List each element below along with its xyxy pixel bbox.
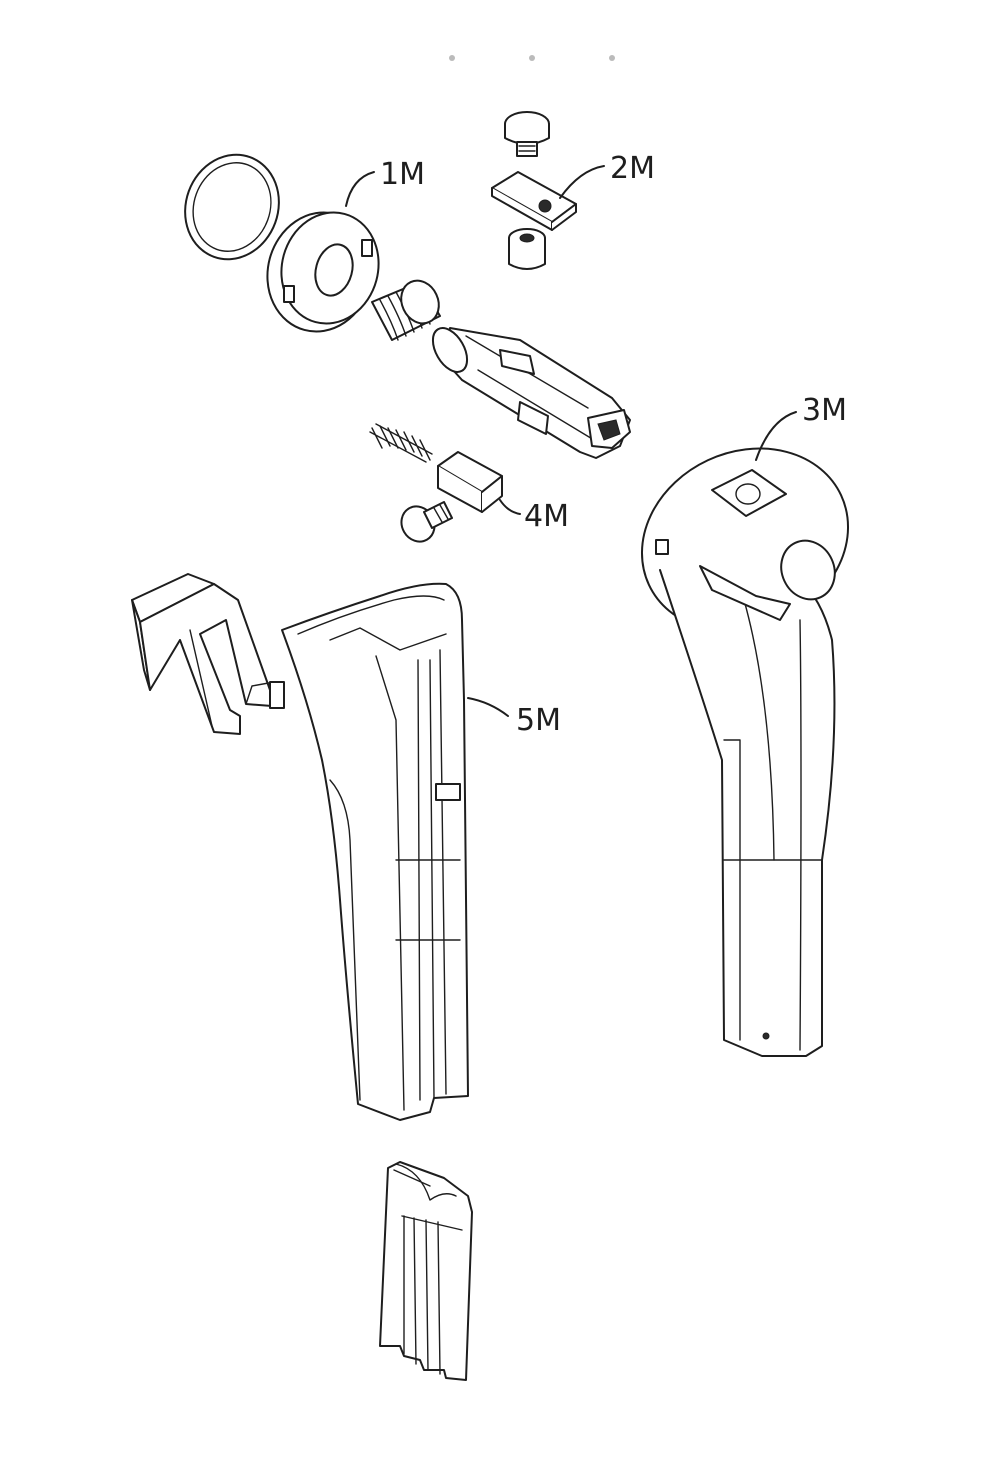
- collar-ring: [266, 211, 380, 333]
- latch-screw: [400, 501, 453, 543]
- handle-3m: [640, 447, 850, 1057]
- shaft-spring: [371, 279, 441, 341]
- leader-5m: [467, 697, 509, 717]
- label-2m: 2M: [610, 151, 655, 186]
- handle-half-5m: [281, 582, 469, 1121]
- label-1m: 1M: [380, 157, 425, 192]
- top-artifacts: [449, 55, 615, 61]
- belt-clip: [131, 573, 285, 735]
- nut: [508, 228, 546, 270]
- leader-4m: [499, 499, 521, 515]
- bottom-cover: [379, 1161, 473, 1381]
- label-5m: 5M: [516, 703, 561, 738]
- leader-1m: [345, 171, 375, 207]
- leader-3m: [755, 411, 797, 461]
- label-4m: 4M: [524, 499, 569, 534]
- o-ring: [184, 153, 280, 261]
- plate: [491, 171, 577, 231]
- shaft: [431, 327, 631, 459]
- screw-top: [504, 111, 550, 157]
- latch-spring: [369, 423, 433, 463]
- label-3m: 3M: [802, 393, 847, 428]
- latch-block: [437, 451, 503, 513]
- leader-2m: [559, 165, 605, 199]
